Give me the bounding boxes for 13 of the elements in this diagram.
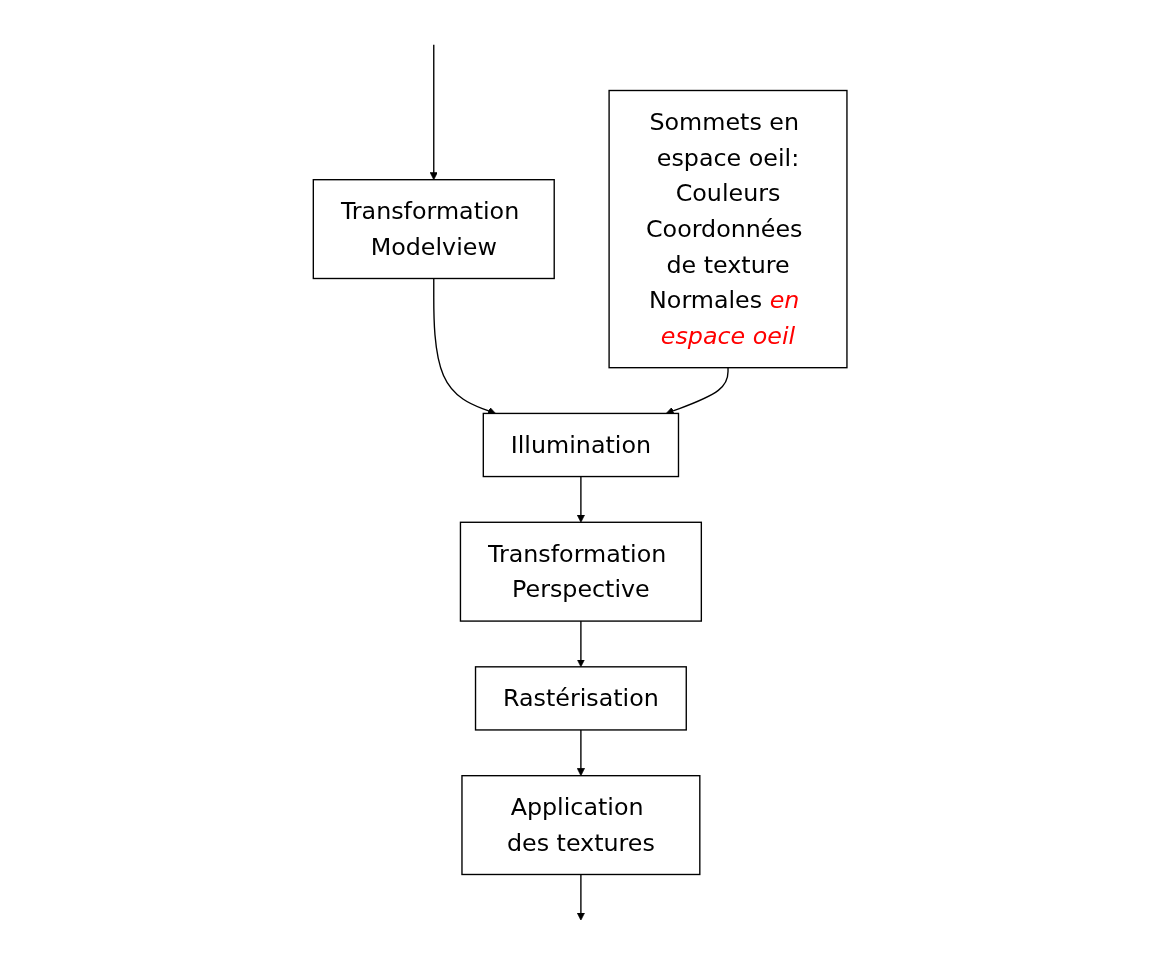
node-box: Rastérisation: [475, 666, 688, 731]
node-box: Transformation Perspective: [460, 521, 703, 622]
node-box: Transformation Modelview: [313, 179, 556, 280]
node-box: Application des textures: [461, 775, 701, 876]
arrow: [577, 873, 586, 921]
arrow: [577, 729, 586, 777]
arrow: [433, 277, 497, 415]
node-box: Sommets en espace oeil: Couleurs Coordonnées de texture Normales en espace oeil: [608, 89, 848, 369]
arrow: [577, 475, 586, 523]
arrow: [666, 367, 730, 415]
node-box: Illumination: [482, 412, 680, 478]
arrow: [577, 620, 586, 668]
arrow: [430, 44, 439, 181]
